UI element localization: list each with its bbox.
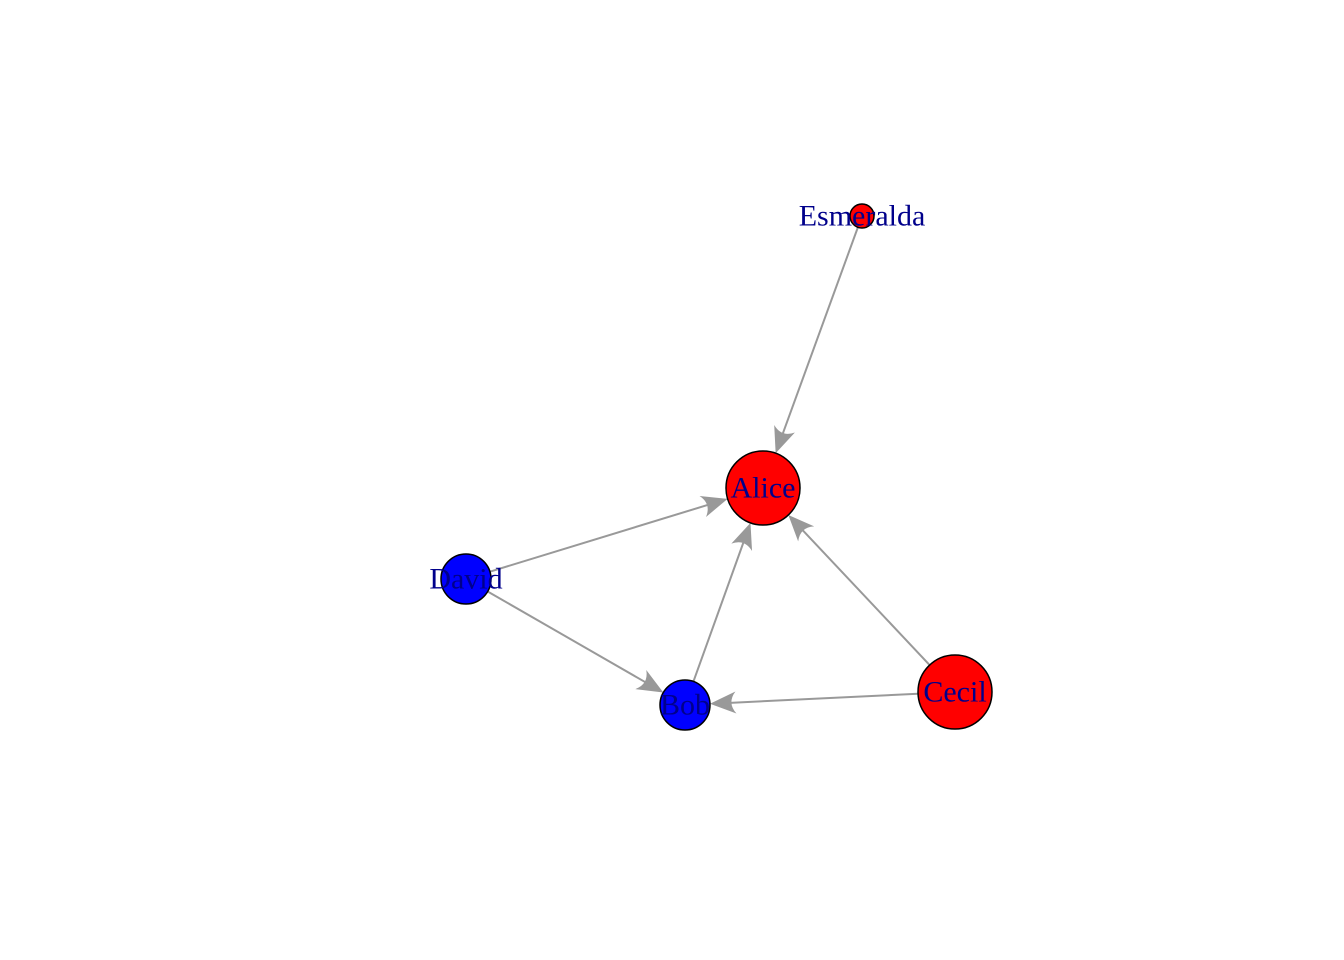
edge-arrowhead bbox=[774, 425, 795, 454]
edge-line bbox=[487, 590, 647, 684]
node-cecil bbox=[917, 654, 993, 730]
edge-esmeralda-to-alice bbox=[774, 226, 859, 454]
edge-cecil-to-bob bbox=[709, 691, 919, 714]
node-alice bbox=[725, 450, 801, 526]
edge-line bbox=[489, 503, 709, 573]
edge-line bbox=[801, 528, 931, 666]
edge-line bbox=[781, 226, 859, 435]
edge-line bbox=[692, 541, 745, 682]
node-bob bbox=[659, 679, 711, 731]
edge-arrowhead bbox=[709, 691, 737, 714]
edge-david-to-bob bbox=[487, 590, 664, 693]
edges-layer bbox=[487, 226, 931, 714]
node-label-cecil: Cecil bbox=[923, 676, 986, 709]
edge-bob-to-alice bbox=[692, 522, 753, 682]
edge-cecil-to-alice bbox=[788, 514, 931, 666]
edge-arrowhead bbox=[699, 495, 728, 517]
nodes-layer bbox=[440, 203, 993, 731]
edge-line bbox=[729, 692, 919, 704]
node-label-bob: Bob bbox=[660, 689, 710, 722]
node-esmeralda bbox=[849, 203, 875, 229]
node-david bbox=[440, 553, 492, 605]
edge-arrowhead bbox=[731, 522, 753, 552]
edge-david-to-alice bbox=[489, 495, 728, 573]
node-label-alice: Alice bbox=[731, 472, 796, 505]
edge-arrowhead bbox=[788, 514, 815, 542]
edge-arrowhead bbox=[635, 670, 664, 693]
node-label-david: David bbox=[429, 563, 502, 596]
node-label-esmeralda: Esmeralda bbox=[799, 200, 926, 233]
